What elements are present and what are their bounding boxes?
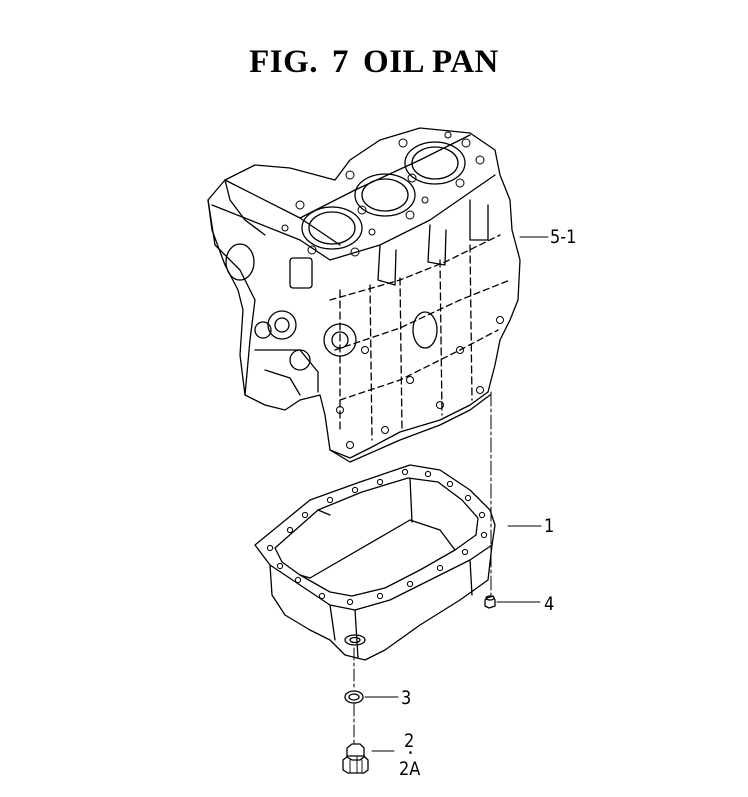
figure-label: FIG. [249,44,319,80]
bolt-drawing [484,595,496,609]
callout-2: 2 [404,730,415,752]
callout-dot: • [408,748,414,759]
gasket-ring-drawing [344,690,364,704]
figure-number: 7 [332,44,350,80]
callout-2a: 2A [399,758,421,780]
engine-block-drawing [207,127,521,463]
callout-3: 3 [401,687,412,709]
figure-name: OIL PAN [363,44,499,80]
figure-title: FIG. 7 OIL PAN [0,44,748,81]
callout-4: 4 [544,593,555,615]
drain-plug-drawing [342,743,369,774]
callout-1: 1 [544,515,555,537]
leader-lines [353,236,549,752]
callout-5-1: 5-1 [550,226,577,248]
oil-pan-drawing [254,464,496,661]
